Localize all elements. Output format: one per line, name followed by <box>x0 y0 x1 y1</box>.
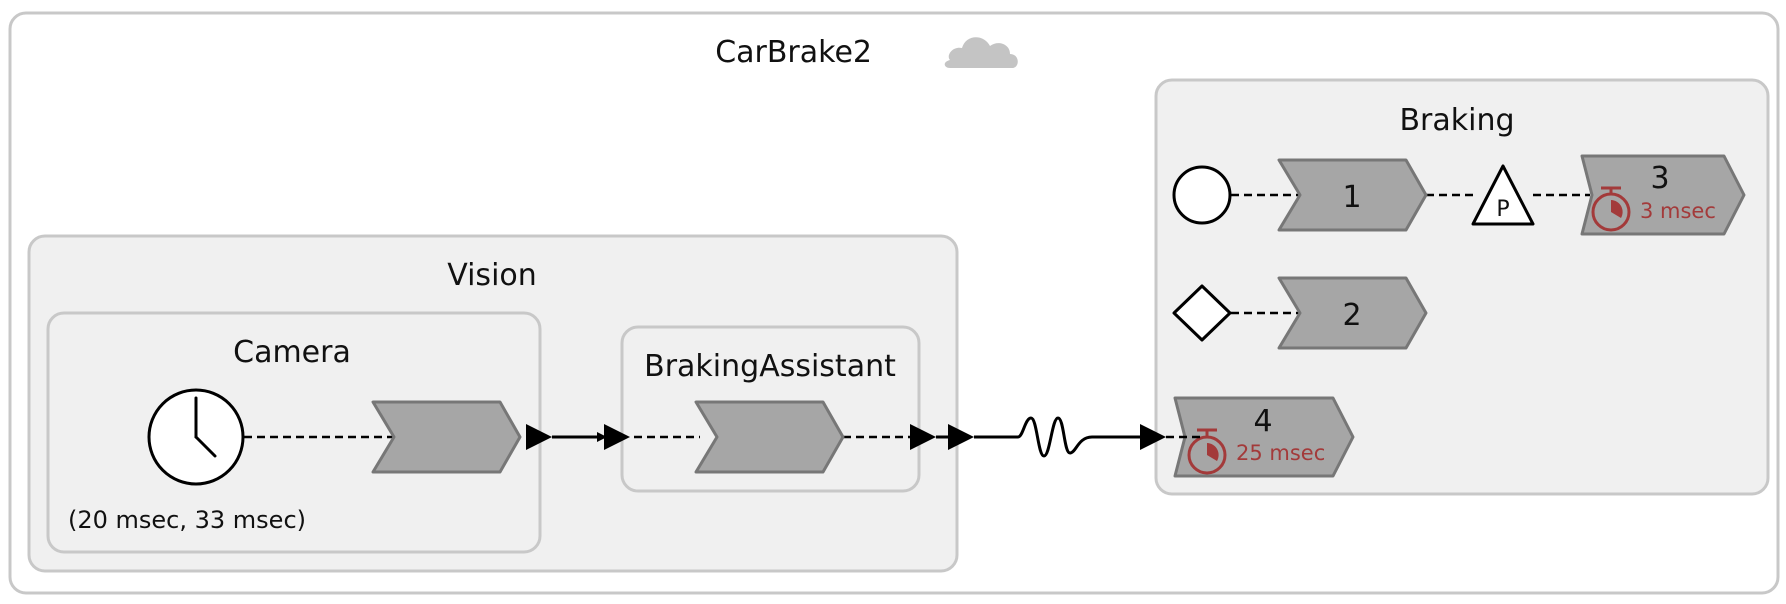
triangle-action-icon[interactable]: P <box>1471 164 1535 226</box>
braking-assistant-output-port[interactable] <box>910 424 936 450</box>
action-label: P <box>1496 197 1509 222</box>
cloud-icon <box>944 37 1018 68</box>
reactor-camera[interactable]: Camera (20 msec, 33 msec) <box>46 311 542 554</box>
dependency-lines <box>244 193 1590 439</box>
reaction-3-deadline: 3 msec <box>1640 199 1716 223</box>
physical-connection-wave-icon[interactable] <box>974 416 1166 458</box>
camera-output-port[interactable] <box>526 424 552 450</box>
braking-assistant-input-port[interactable] <box>604 424 630 450</box>
circle-startup-icon[interactable] <box>1172 165 1232 225</box>
vision-output-port[interactable] <box>948 424 974 450</box>
reactor-camera-title: Camera <box>233 335 351 370</box>
diamond-shutdown-icon[interactable] <box>1172 284 1232 342</box>
stopwatch-icon <box>1187 428 1227 475</box>
reaction-1-number: 1 <box>1342 180 1361 215</box>
timer-period-label: (20 msec, 33 msec) <box>68 506 306 534</box>
main-reactor-title: CarBrake2 <box>715 35 872 70</box>
reactor-braking-title: Braking <box>1399 103 1514 138</box>
reaction-4-number: 4 <box>1253 404 1272 439</box>
braking-reaction-2[interactable]: 2 <box>1277 276 1428 350</box>
reaction-4-deadline: 25 msec <box>1236 441 1325 465</box>
camera-reaction[interactable] <box>371 400 522 474</box>
reactor-braking-assistant-title: BrakingAssistant <box>644 349 896 384</box>
braking-reaction-1[interactable]: 1 <box>1277 158 1428 232</box>
clock-icon[interactable] <box>147 388 245 486</box>
reaction-2-number: 2 <box>1342 298 1361 333</box>
braking-assistant-reaction[interactable] <box>694 400 845 474</box>
reactor-vision-title: Vision <box>447 258 537 293</box>
braking-reaction-3[interactable]: 3 3 msec <box>1580 154 1746 236</box>
reaction-3-number: 3 <box>1650 161 1669 196</box>
stopwatch-icon <box>1591 186 1631 232</box>
braking-reaction-4[interactable]: 4 25 msec <box>1173 396 1355 478</box>
